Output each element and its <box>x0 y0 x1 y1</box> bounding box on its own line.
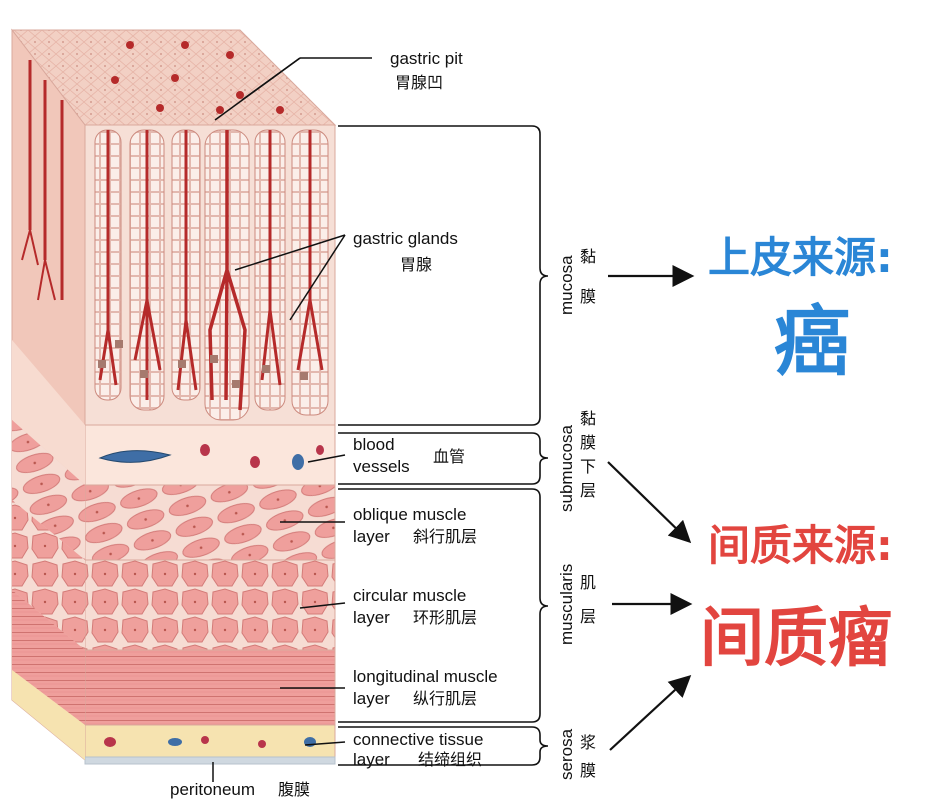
label-gastric-pit-cn: 胃腺凹 <box>395 73 443 92</box>
layer-submucosa-cn-3: 下 <box>580 457 596 476</box>
gastric-glands-group <box>94 129 329 421</box>
peritoneum-strip <box>84 756 336 765</box>
layer-serosa-cn-2: 膜 <box>580 761 596 780</box>
label-gastric-glands: gastric glands <box>353 229 458 248</box>
structure-labels: gastric pit 胃腺凹 gastric glands 胃腺 blood … <box>170 49 498 799</box>
tumor-origins: 上皮来源: 癌 间质来源: 间质瘤 <box>700 233 893 676</box>
label-oblique-cn: 斜行肌层 <box>413 527 477 546</box>
label-connective-1: connective tissue <box>353 730 483 749</box>
layer-muscularis: muscularis <box>557 564 576 645</box>
tissue-block <box>10 28 337 765</box>
layer-submucosa-cn-4: 层 <box>580 481 596 500</box>
layer-submucosa-cn-1: 黏 <box>580 409 596 428</box>
label-circular-2: layer <box>353 608 390 627</box>
label-circular-1: circular muscle <box>353 586 466 605</box>
mesenchymal-tumor: 间质瘤 <box>700 602 892 676</box>
layer-braces <box>338 125 549 766</box>
label-longitudinal-1: longitudinal muscle <box>353 667 498 686</box>
leader-lines <box>212 57 372 782</box>
layer-serosa: serosa <box>557 728 576 780</box>
label-longitudinal-2: layer <box>353 689 390 708</box>
label-gastric-glands-cn: 胃腺 <box>400 255 432 274</box>
label-gastric-pit: gastric pit <box>390 49 463 68</box>
label-longitudinal-cn: 纵行肌层 <box>413 689 477 708</box>
connective-layer-front <box>84 724 336 758</box>
layer-muscularis-cn-1: 肌 <box>580 573 596 592</box>
layer-mucosa: mucosa <box>557 255 576 315</box>
label-peritoneum: peritoneum <box>170 780 255 799</box>
epithelial-tumor: 癌 <box>774 297 850 386</box>
epithelial-origin-title: 上皮来源: <box>708 233 893 282</box>
label-oblique-2: layer <box>353 527 390 546</box>
layer-submucosa-cn-2: 膜 <box>580 433 596 452</box>
label-blood-vessels-2: vessels <box>353 457 410 476</box>
layer-serosa-cn-1: 浆 <box>580 733 596 752</box>
label-peritoneum-cn: 腹膜 <box>278 780 310 799</box>
layer-mucosa-cn-1: 黏 <box>580 247 596 266</box>
mesenchymal-origin-title: 间质来源: <box>708 521 893 570</box>
layer-submucosa: submucosa <box>557 425 576 512</box>
circular-muscle-front <box>84 559 336 651</box>
layer-mucosa-cn-2: 膜 <box>580 287 596 306</box>
label-blood-vessels-cn: 血管 <box>433 447 465 466</box>
label-oblique-1: oblique muscle <box>353 505 466 524</box>
label-connective-2: layer <box>353 750 390 769</box>
label-blood-vessels-1: blood <box>353 435 395 454</box>
label-connective-cn: 结缔组织 <box>418 750 482 769</box>
origin-arrows <box>607 265 695 751</box>
blood-vessels-group <box>98 444 324 470</box>
label-circular-cn: 环形肌层 <box>413 608 477 627</box>
layer-names: mucosa 黏 膜 submucosa 黏 膜 下 层 muscularis … <box>557 247 596 780</box>
layer-muscularis-cn-2: 层 <box>580 607 596 626</box>
